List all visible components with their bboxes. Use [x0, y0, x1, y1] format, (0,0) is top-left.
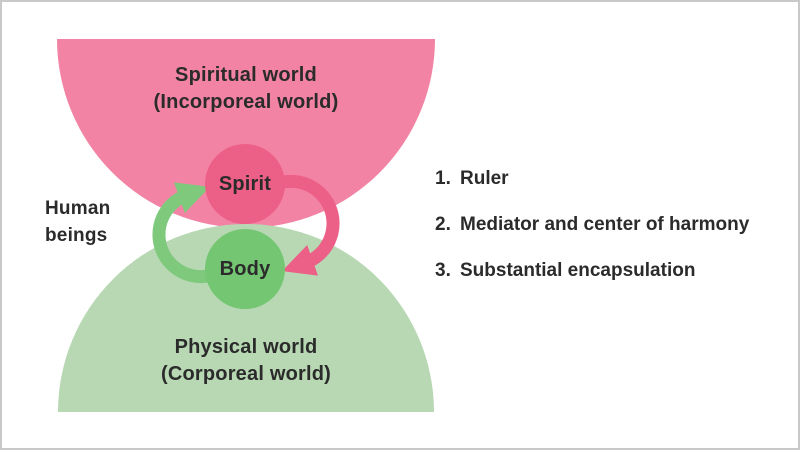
human-beings-label-line1: Human	[45, 198, 111, 219]
spiritual-world-label-line1: Spiritual world	[175, 64, 317, 86]
list-item-number: 1.	[435, 168, 451, 189]
roles-list: 1. Ruler 2. Mediator and center of harmo…	[435, 169, 749, 280]
physical-world-label: Physical world (Corporeal world)	[96, 334, 396, 388]
list-item: 3. Substantial encapsulation	[435, 261, 749, 280]
list-item-number: 2.	[435, 214, 451, 235]
body-circle	[205, 229, 285, 309]
list-item-text: Substantial encapsulation	[460, 260, 696, 281]
spiritual-world-shape	[57, 39, 435, 228]
spirit-circle	[205, 144, 285, 224]
human-beings-label-line2: beings	[45, 225, 108, 246]
spirit-label: Spirit	[218, 172, 272, 195]
list-item-text: Mediator and center of harmony	[460, 214, 750, 235]
list-item-number: 3.	[435, 260, 451, 281]
human-beings-label: Human beings	[45, 195, 110, 249]
list-item: 2. Mediator and center of harmony	[435, 215, 749, 234]
list-item-text: Ruler	[460, 168, 509, 189]
spiritual-world-label-line2: (Incorporeal world)	[153, 91, 339, 113]
spirit-to-body-arrow-icon	[271, 174, 340, 276]
list-item: 1. Ruler	[435, 169, 749, 188]
body-to-spirit-arrow-icon	[152, 182, 221, 284]
body-label: Body	[219, 257, 271, 280]
physical-world-label-line2: (Corporeal world)	[160, 363, 332, 385]
spiritual-world-label: Spiritual world (Incorporeal world)	[96, 62, 396, 116]
physical-world-label-line1: Physical world	[174, 336, 318, 358]
physical-world-shape	[58, 224, 434, 412]
